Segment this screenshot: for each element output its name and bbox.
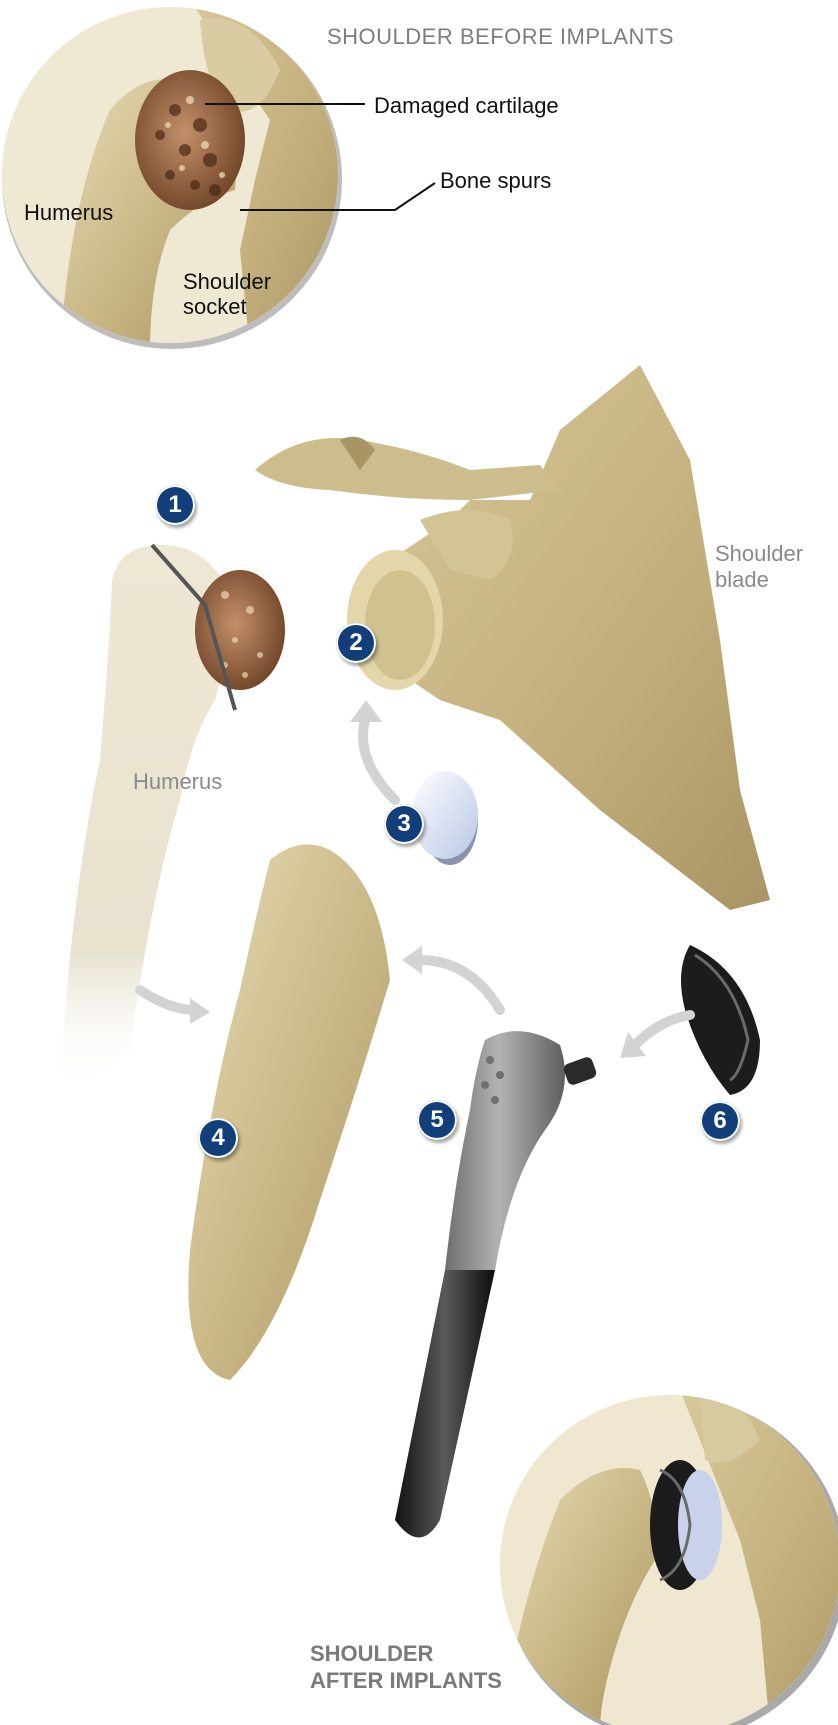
shoulder-blade-label-line1: Shoulder xyxy=(715,541,803,567)
arrow-humerus-to-4 xyxy=(140,990,195,1010)
shoulder-socket-label-line1: Shoulder xyxy=(183,269,271,295)
step-6-badge: 6 xyxy=(700,1101,740,1141)
arrow-5-to-4 xyxy=(420,960,500,1010)
resected-humerus xyxy=(188,844,390,1380)
step-2-badge: 2 xyxy=(336,623,376,663)
before-implants-title: SHOULDER BEFORE IMPLANTS xyxy=(327,24,674,50)
arrow-6-to-5 xyxy=(635,1015,690,1045)
arrow-step3-to-2 xyxy=(363,720,395,800)
shoulder-blade-label-line2: blade xyxy=(715,567,769,593)
damaged-cartilage-label: Damaged cartilage xyxy=(374,93,559,119)
humeral-head-implant xyxy=(681,945,760,1095)
step-3-badge: 3 xyxy=(384,804,424,844)
humerus-label: Humerus xyxy=(133,769,222,795)
step-1-badge: 1 xyxy=(155,485,195,525)
humerus-inset-label: Humerus xyxy=(24,200,113,226)
after-implants-title-line2: AFTER IMPLANTS xyxy=(310,1667,502,1694)
after-implants-title-line1: SHOULDER xyxy=(310,1640,433,1667)
step-4-badge: 4 xyxy=(198,1118,238,1158)
bone-spurs-label: Bone spurs xyxy=(440,168,551,194)
shoulder-socket-label-line2: socket xyxy=(183,294,247,320)
shoulder-blade-bone xyxy=(255,365,770,910)
after-implants-inset xyxy=(490,1390,838,1725)
step-5-badge: 5 xyxy=(417,1100,457,1140)
